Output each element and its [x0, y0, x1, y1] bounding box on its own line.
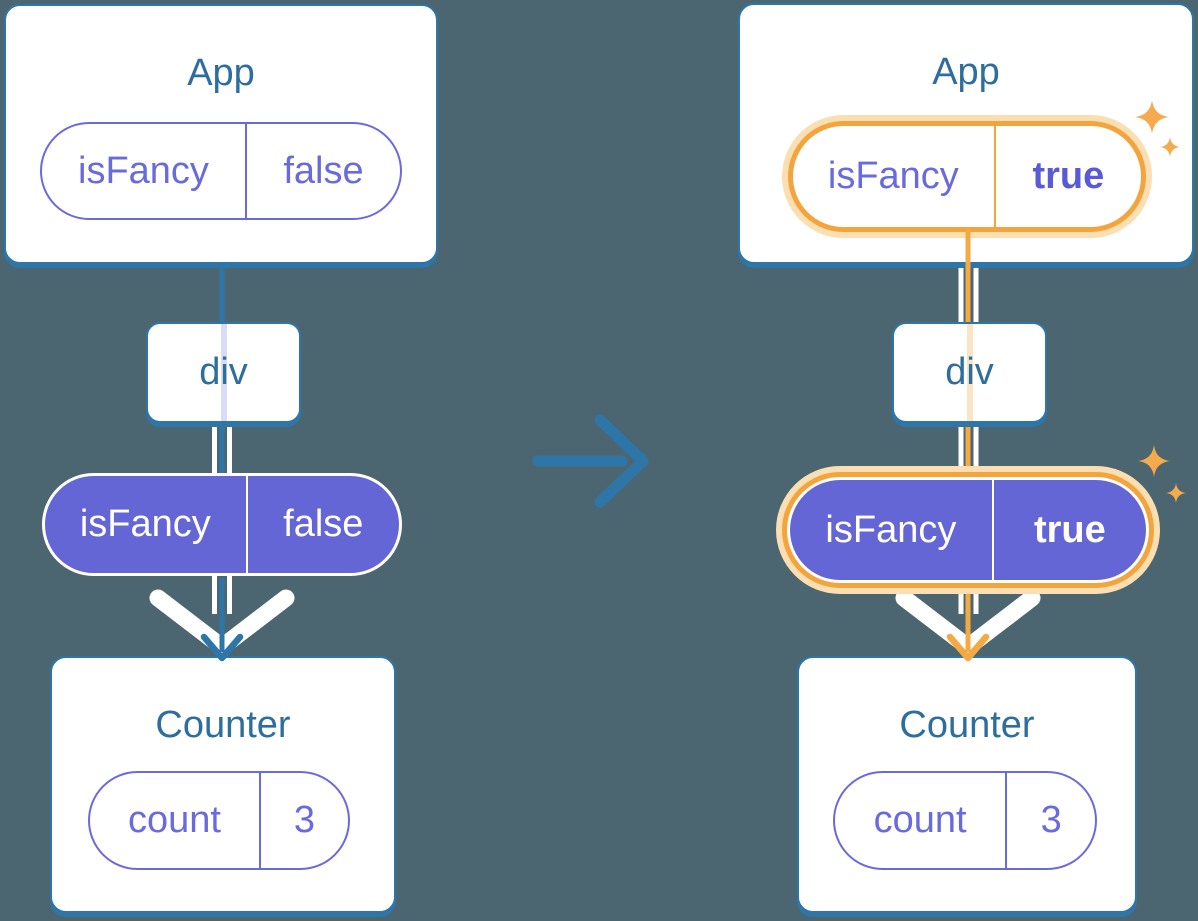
transition-arrow — [532, 414, 649, 508]
prop-value: false — [283, 503, 364, 545]
right-counter-title: Counter — [899, 704, 1035, 746]
prop-value: false — [283, 149, 364, 192]
left-app-prop-pill: isFancy false — [40, 122, 402, 220]
prop-flow-stripe — [220, 324, 227, 421]
state-value: 3 — [293, 799, 316, 841]
left-div-box: div — [146, 322, 301, 423]
prop-name: isFancy — [793, 126, 996, 227]
left-div-title: div — [199, 350, 248, 393]
left-app-card: App isFancy false — [4, 4, 438, 264]
right-prop-pill-highlighted: isFancy true — [782, 472, 1154, 588]
left-prop-pill: isFancy false — [42, 473, 402, 576]
right-div-box: div — [892, 322, 1047, 423]
sparkle-icon — [1138, 445, 1186, 503]
state-name: count — [835, 773, 1008, 868]
left-counter-title: Counter — [155, 704, 291, 746]
right-app-prop-pill-highlighted: isFancy true — [788, 121, 1146, 232]
state-name: count — [90, 773, 261, 868]
right-counter-state-pill: count 3 — [833, 771, 1097, 870]
prop-name: isFancy — [45, 476, 248, 573]
prop-name: isFancy — [42, 124, 247, 218]
right-counter-card: Counter count 3 — [797, 656, 1137, 913]
prop-name: isFancy — [790, 480, 994, 580]
state-value: 3 — [1040, 799, 1062, 841]
prop-value: true — [1032, 155, 1105, 197]
left-counter-state-pill: count 3 — [88, 771, 350, 870]
right-div-title: div — [945, 350, 994, 393]
right-app-title: App — [932, 51, 1000, 93]
prop-flow-stripe — [966, 324, 973, 421]
right-app-card: App isFancy true — [738, 3, 1194, 264]
left-counter-card: Counter count 3 — [50, 656, 396, 913]
left-app-title: App — [187, 52, 255, 94]
prop-value: true — [1033, 508, 1106, 551]
